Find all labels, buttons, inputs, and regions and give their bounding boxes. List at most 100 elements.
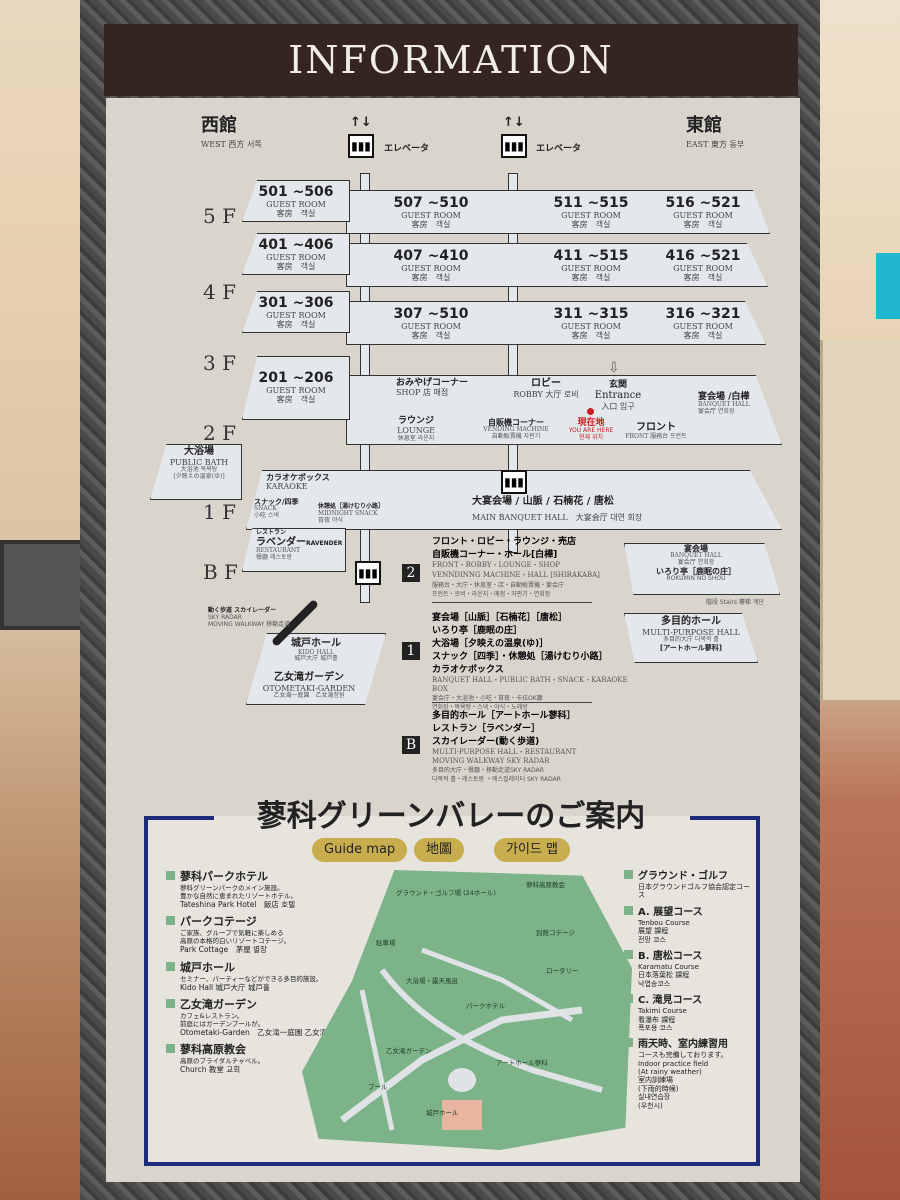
- up-down-arrow-icon: ↑↓: [503, 115, 525, 130]
- guide-item-en: Kido Hall 城戸大庁 城戸홀: [180, 982, 270, 992]
- legend-sub: 多目的大庁・餐廳・移動走道SKY RADAR: [432, 767, 544, 774]
- guide-left-item: 城戸ホールセミナー、パーティーなどができる多目的施設。Kido Hall 城戸大…: [166, 961, 346, 992]
- legend-1f: 1 宴会場［山脈］［石楠花］［唐松］いろり亭［鹿眠の庄］大浴場［夕映えの温泉(ゆ…: [402, 610, 642, 711]
- floor-label-bf: B F: [203, 560, 238, 584]
- legend-line: スナック［四季］・休憩処［湯けむり小路］: [432, 652, 608, 662]
- guide-item-desc: セミナー、パーティーなどができる多目的施設。: [180, 974, 323, 983]
- map-label: アートホール蓼科: [496, 1059, 548, 1067]
- guide-item-en: Park Cottage 茅屋 별장: [180, 945, 267, 955]
- legend-en: VENNDINNG MACHINE・HALL [SHIRAKABA]: [432, 571, 600, 579]
- legend-sub: 다목적 홀・레스토랑 ・에스컬레이터 SKY RADAR: [432, 776, 561, 783]
- guide-item-en: Tateshina Park Hotel 飯店 호텔: [180, 900, 296, 909]
- legend-line: 多目的ホール［アートホール蓼科］: [432, 711, 576, 721]
- guide-item-title: A. 展望コース: [624, 905, 754, 919]
- elevator-icon: ▮▮▮: [355, 561, 381, 585]
- guide-item-title-text: 乙女滝ガーデン: [180, 998, 257, 1011]
- guide-right-item: グラウンド・ゴルフ日本グラウンドゴルフ協会認定コース: [624, 870, 754, 900]
- guide-item-title: B. 唐松コース: [624, 949, 754, 963]
- pill-chinese: 地圖: [414, 838, 465, 862]
- sign-header: INFORMATION: [104, 24, 798, 96]
- guide-item-desc: 展望 課程: [638, 927, 669, 936]
- elevator-shaft: [508, 173, 518, 553]
- legend-en: MULTI-PURPOSE HALL・RESTAURANT: [432, 748, 577, 756]
- up-down-arrow-icon: ↑↓: [350, 115, 372, 130]
- guide-item-title-text: 城戸ホール: [180, 960, 235, 974]
- legend-sub: 服務台・大庁・休息室・店・自動販賣機・宴会庁: [432, 582, 565, 589]
- guide-item-desc: ご家族、グループで気軽に楽しめる: [180, 929, 284, 938]
- legend-line: カラオケボックス: [432, 665, 504, 675]
- map-roads: [339, 947, 603, 1131]
- legend-line: 自販機コーナー・ホール[白樺]: [432, 550, 558, 560]
- guide-item-title: 城戸ホール: [166, 961, 346, 975]
- frame-top-left: [144, 816, 214, 820]
- guide-item-desc: 看瀑布 課程: [638, 1015, 676, 1024]
- legend-bf: B 多目的ホール［アートホール蓼科］レストラン［ラベンダー］スカイレーダー(動く…: [402, 708, 622, 783]
- legend-line: フロント・ロビー・ラウンジ・売店: [432, 537, 577, 547]
- main-banquet-en: MAIN BANQUET HALL 大宴会厅 대연 회장: [472, 513, 643, 522]
- you-are-here-dot-icon: [587, 408, 594, 415]
- frame-top-right: [690, 816, 760, 820]
- sign-panel: 西館 WEST 西方 서쪽 東館 EAST 東方 동부 ↑↓ ▮▮▮ エレベータ…: [106, 98, 800, 1182]
- legend-divider: [432, 702, 592, 703]
- floor-3f-west-plate: [242, 291, 350, 333]
- floor-badge: 1: [402, 642, 420, 660]
- kido-hall-plate: [246, 633, 386, 705]
- legend-divider: [432, 602, 592, 603]
- stairs-label: 階段 Stairs 樓梯 계단: [706, 599, 764, 606]
- guide-item-title-text: 蓼科パークホテル: [180, 870, 268, 883]
- guide-left-item: 蓼科パークホテル蓼科グリーンパークのメイン施設。豊かな自然に恵まれたリゾートホテ…: [166, 870, 346, 909]
- elevator-icon: ▮▮▮: [348, 134, 374, 158]
- floor-label-3f: 3 F: [203, 351, 236, 375]
- map-label: パークホテル: [466, 1002, 505, 1010]
- guide-item-desc: (At rainy weather): [638, 1068, 702, 1077]
- green-square-icon: [166, 999, 175, 1008]
- legend-line: 宴会場［山脈］［石楠花］［唐松］: [432, 613, 568, 623]
- guide-item-desc: 高原のブライダルチャペル。: [180, 1057, 265, 1066]
- guide-item-desc: Tenbou Course: [638, 918, 690, 927]
- floor-4f-west-plate: [242, 233, 350, 275]
- green-square-icon: [624, 905, 633, 915]
- guide-item-title-text: 蓼科高原教会: [180, 1043, 246, 1057]
- east-banquet-plate: [624, 543, 780, 595]
- map-label: ロータリー: [546, 967, 579, 975]
- elevator-label: エレベータ: [536, 144, 582, 154]
- green-square-icon: [166, 961, 175, 971]
- guide-item-desc: Indoor practice field: [638, 1059, 709, 1068]
- guide-item-title-text: 雨天時、室内練習用: [638, 1039, 728, 1051]
- guide-item-en: Church 教堂 교회: [180, 1065, 241, 1075]
- map-label: 大浴場・露天風呂: [406, 977, 458, 985]
- elevator-icon: ▮▮▮: [501, 134, 527, 158]
- legend-en: FRONT・ROBBY・LOUNGE・SHOP: [432, 561, 560, 569]
- elevator-icon: ▮▮▮: [501, 470, 527, 494]
- green-square-icon: [166, 1044, 175, 1054]
- map-label: グラウンド・ゴルフ場 (24ホール): [396, 889, 496, 897]
- floor-label-4f: 4 F: [203, 280, 236, 304]
- map-label: プール: [368, 1083, 388, 1091]
- green-square-icon: [166, 871, 175, 880]
- guide-item-desc: 실내연습장: [638, 1093, 671, 1102]
- guide-item-title: 蓼科パークホテル: [166, 870, 346, 884]
- east-building-sub: EAST 東方 동부: [686, 140, 745, 149]
- guide-item-title-text: パークコテージ: [180, 915, 257, 929]
- guide-item-title: 乙女滝ガーデン: [166, 998, 346, 1012]
